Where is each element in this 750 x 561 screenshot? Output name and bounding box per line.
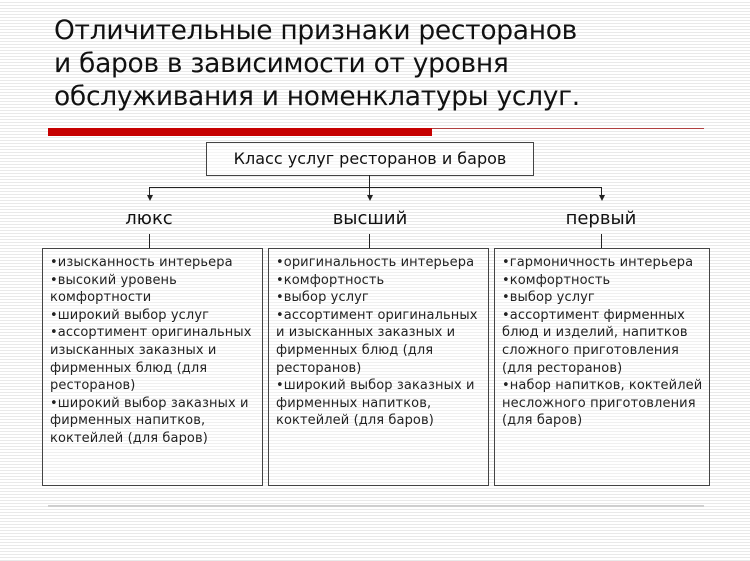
slide-title: Отличительные признаки ресторанов и баро… [54, 14, 694, 113]
title-line: и баров в зависимости от уровня [54, 48, 509, 79]
level-label-highest: высший [332, 208, 408, 229]
features-box-lux: изысканность интерьера высокий уровень к… [42, 248, 263, 486]
connector-left [149, 187, 150, 195]
footer-divider [48, 505, 704, 507]
feature-item: широкий выбор заказных и фирменных напит… [276, 377, 482, 430]
feature-item: набор напитков, коктейлей несложного при… [502, 377, 703, 430]
title-line: Отличительные признаки ресторанов [54, 15, 577, 46]
arrow-down-icon [367, 195, 373, 201]
feature-item: гармоничность интерьера [502, 254, 703, 272]
feature-item: оригинальность интерьера [276, 254, 482, 272]
level-label-first: первый [565, 208, 637, 229]
connector-root-down [369, 175, 370, 187]
arrow-down-icon [147, 195, 153, 201]
title-line: обслуживания и номенклатуры услуг. [54, 81, 580, 112]
feature-item: высокий уровень комфортности [50, 272, 256, 307]
feature-item: выбор услуг [276, 289, 482, 307]
feature-item: широкий выбор услуг [50, 307, 256, 325]
root-node: Класс услуг ресторанов и баров [206, 142, 534, 176]
connector-middle [369, 187, 370, 195]
feature-item: выбор услуг [502, 289, 703, 307]
title-accent-bar [48, 128, 432, 136]
connector-horizontal [149, 187, 602, 188]
feature-item: комфортность [502, 272, 703, 290]
level-label-lux: люкс [125, 208, 173, 229]
feature-item: ассортимент оригинальных изысканных зака… [50, 324, 256, 394]
feature-item: комфортность [276, 272, 482, 290]
feature-item: широкий выбор заказных и фирменных напит… [50, 395, 256, 448]
features-box-highest: оригинальность интерьера комфортность вы… [268, 248, 489, 486]
features-box-first: гармоничность интерьера комфортность выб… [494, 248, 710, 486]
feature-item: ассортимент оригинальных и изысканных за… [276, 307, 482, 377]
feature-item: изысканность интерьера [50, 254, 256, 272]
connector-first [601, 234, 602, 248]
connector-lux [149, 234, 150, 248]
connector-highest [369, 234, 370, 248]
title-underline [432, 128, 704, 129]
arrow-down-icon [599, 195, 605, 201]
feature-item: ассортимент фирменных блюд и изделий, на… [502, 307, 703, 377]
connector-right [601, 187, 602, 195]
